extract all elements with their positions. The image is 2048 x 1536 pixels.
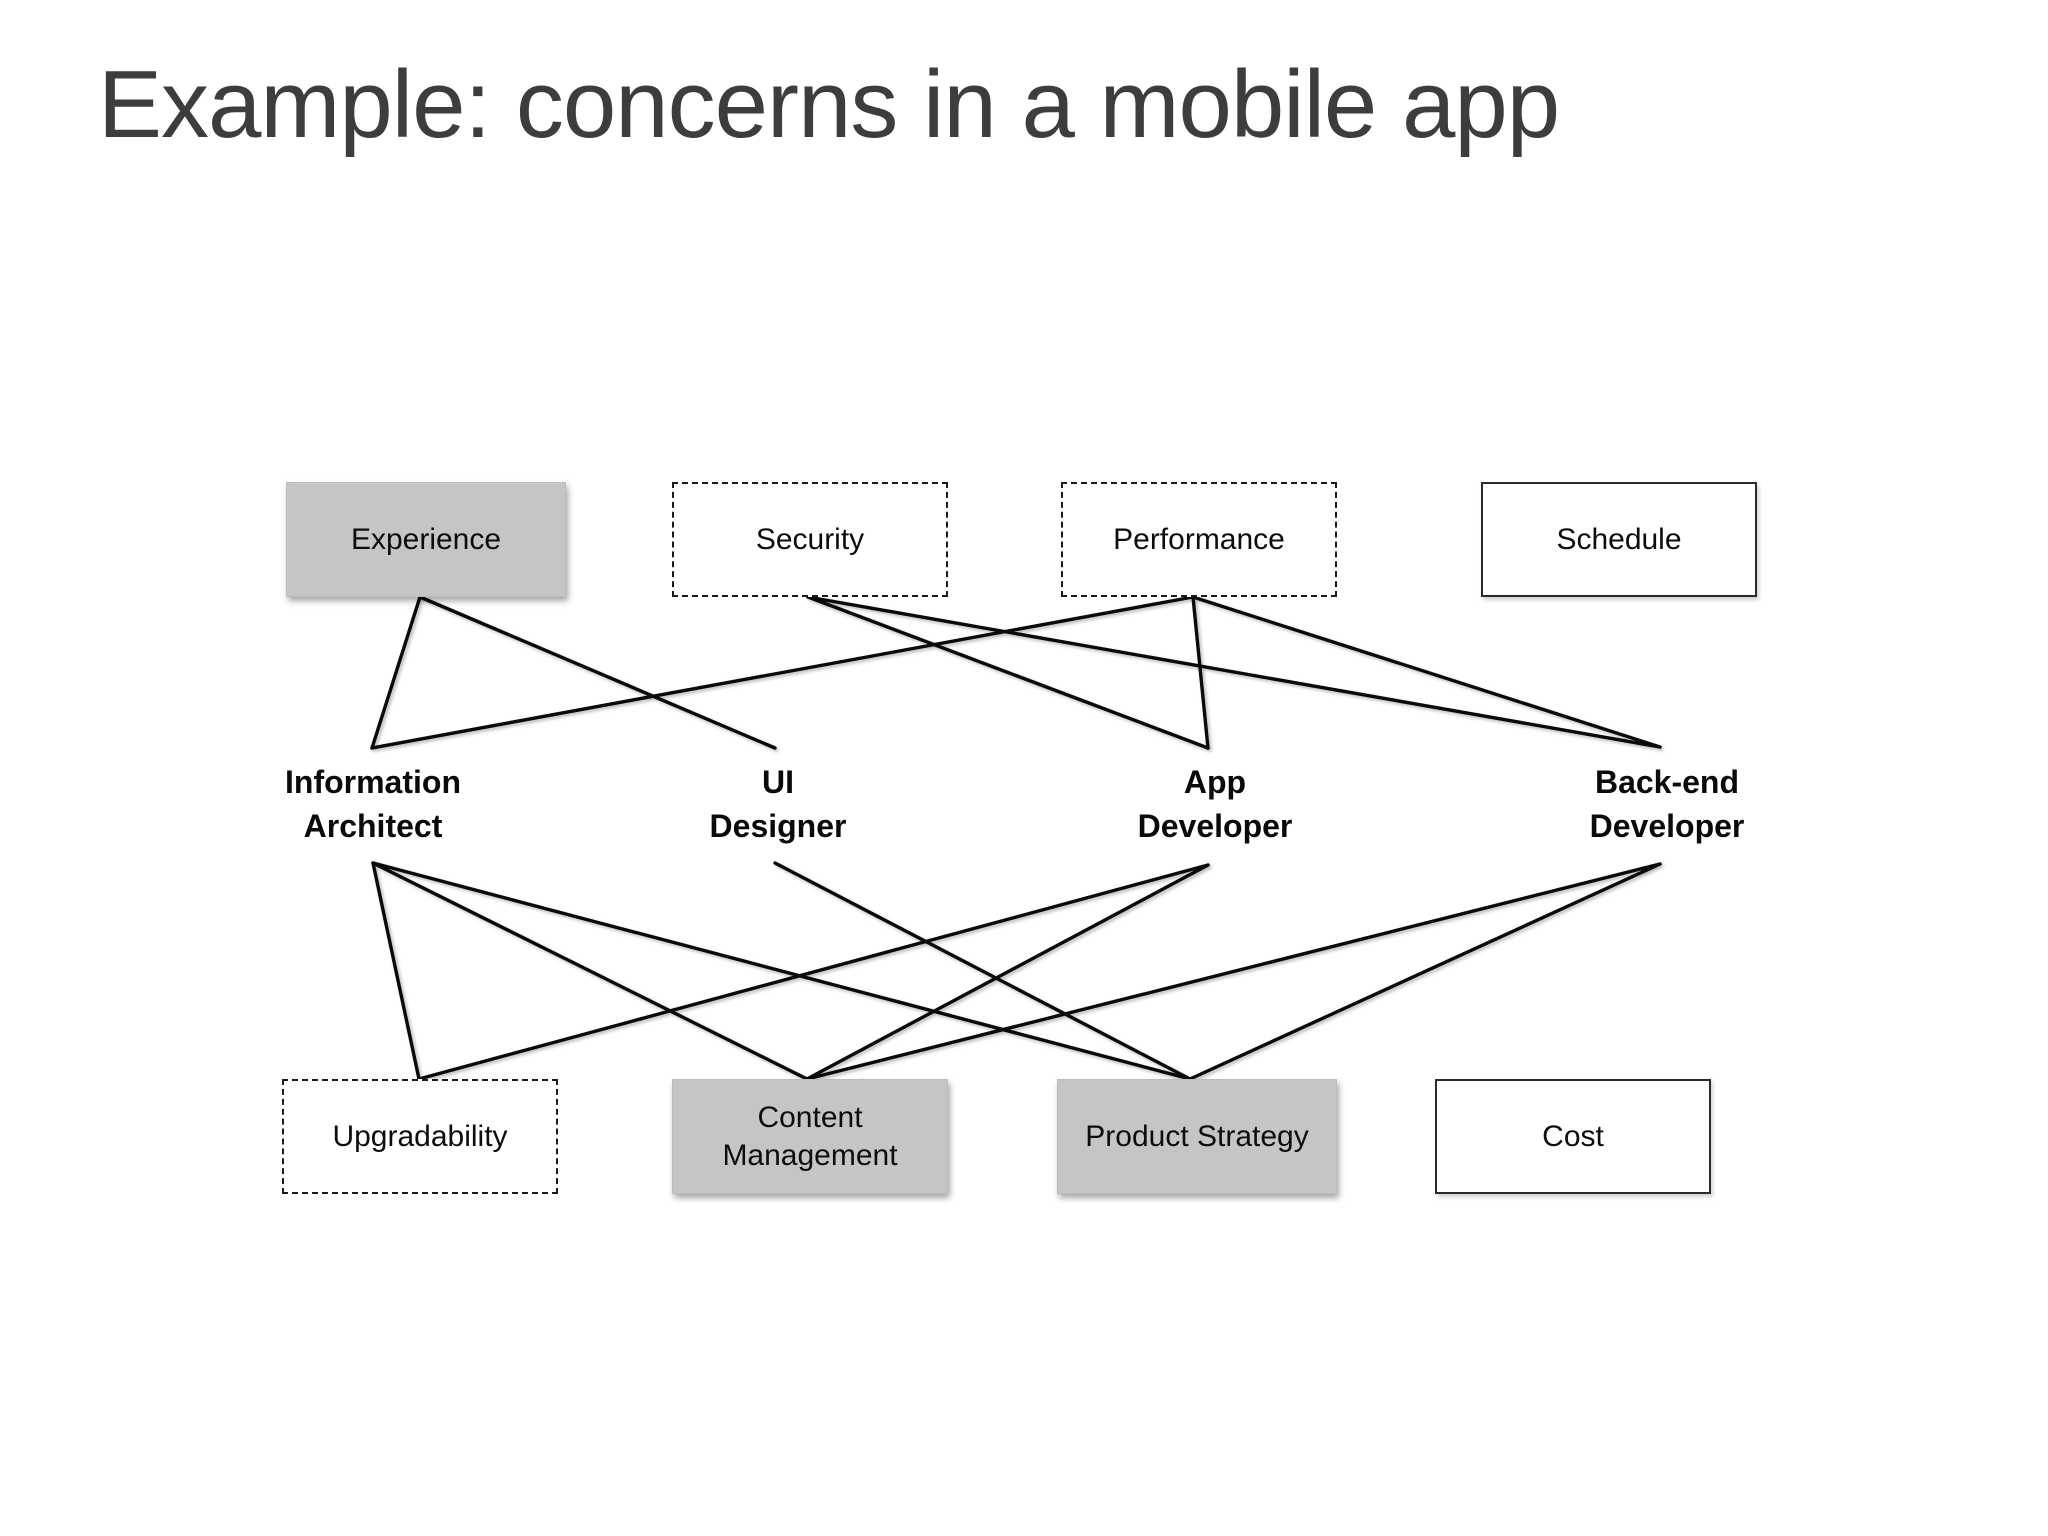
role-line1: App	[1183, 764, 1247, 800]
concern-label: Content Management	[722, 1101, 898, 1172]
role-line1: Information	[285, 764, 461, 800]
edge-upgradability--app-developer	[417, 863, 1210, 1081]
role-line2: Developer	[1589, 808, 1745, 844]
role-line1: UI	[762, 764, 794, 800]
concern-box-upgradability: Upgradability	[282, 1079, 558, 1194]
concern-label: Upgradability	[332, 1119, 508, 1153]
edge-information-architect--upgradability	[371, 861, 421, 1081]
role-line2: Developer	[1137, 808, 1293, 844]
edge-experience--information-architect	[370, 595, 422, 750]
edge-ui-designer--product-strategy	[773, 861, 1192, 1081]
edge-performance--back-end-developer	[1191, 595, 1662, 749]
concern-label: Security	[755, 522, 865, 556]
edge-experience--ui-designer	[418, 595, 777, 750]
edge-content-management--app-developer	[805, 863, 1210, 1081]
concern-box-content-management: Content Management	[672, 1079, 948, 1194]
concern-box-performance: Performance	[1061, 482, 1337, 597]
role-label-information-architect: Information Architect	[243, 760, 503, 848]
edge-performance--information-architect	[370, 595, 1195, 750]
edge-product-strategy--back-end-developer	[1188, 862, 1662, 1081]
role-line2: Designer	[709, 808, 847, 844]
edge-content-management--back-end-developer	[805, 862, 1662, 1081]
concern-label: Product Strategy	[1085, 1119, 1309, 1153]
concern-label: Experience	[350, 522, 502, 556]
role-label-app-developer: App Developer	[1085, 760, 1345, 848]
edge-information-architect--content-management	[371, 861, 809, 1081]
concern-label: Cost	[1542, 1119, 1604, 1153]
edge-performance--app-developer	[1191, 595, 1210, 750]
concern-box-cost: Cost	[1435, 1079, 1711, 1194]
concern-box-security: Security	[672, 482, 948, 597]
role-label-back-end-developer: Back-end Developer	[1537, 760, 1797, 848]
concern-box-product-strategy: Product Strategy	[1057, 1079, 1337, 1194]
slide-title: Example: concerns in a mobile app	[98, 51, 1560, 158]
concern-label: Performance	[1113, 522, 1285, 556]
concern-label: Schedule	[1556, 522, 1682, 556]
edge-security--app-developer	[806, 595, 1210, 750]
concern-box-experience: Experience	[286, 482, 566, 597]
role-label-ui-designer: UI Designer	[648, 760, 908, 848]
concern-box-schedule: Schedule	[1481, 482, 1757, 597]
role-line1: Back-end	[1594, 764, 1740, 800]
edge-security--back-end-developer	[806, 595, 1662, 749]
edge-information-architect--product-strategy	[371, 861, 1192, 1081]
role-line2: Architect	[303, 808, 443, 844]
